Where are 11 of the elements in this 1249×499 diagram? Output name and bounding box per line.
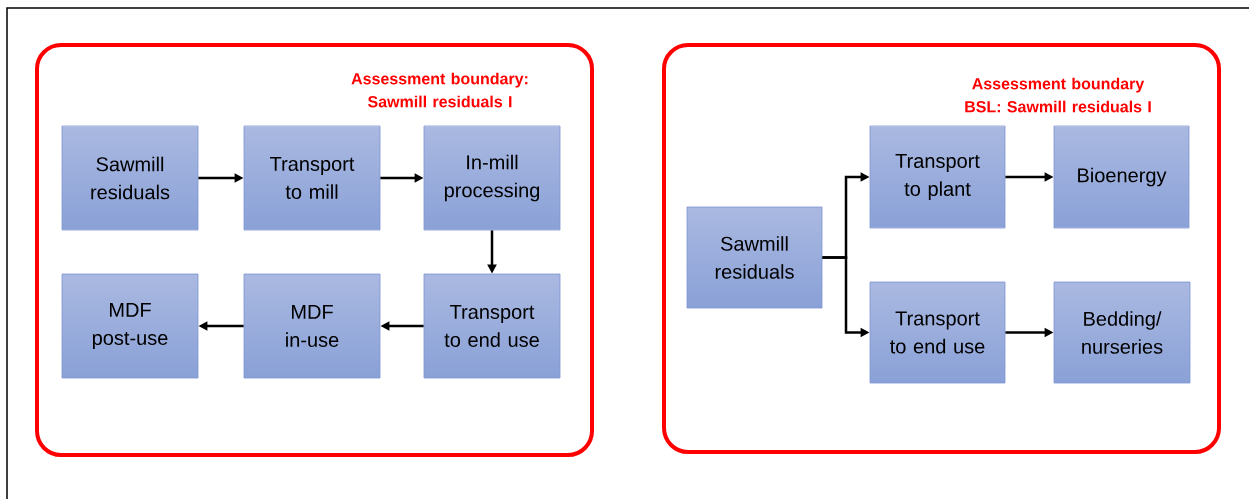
process-box: Bedding/ nurseries [1053,281,1191,384]
process-box: Transport to plant [869,125,1006,229]
process-box: Transport to end use [869,281,1006,384]
process-box: MDF post-use [61,273,199,379]
process-box: Sawmill residuals [686,206,823,309]
process-box: Sawmill residuals [61,125,199,231]
process-box: Transport to mill [243,125,381,231]
process-box: Transport to end use [423,273,561,379]
process-box: Bioenergy [1053,125,1190,229]
process-box: In-mill processing [423,125,561,231]
process-box: MDF in-use [243,273,381,379]
